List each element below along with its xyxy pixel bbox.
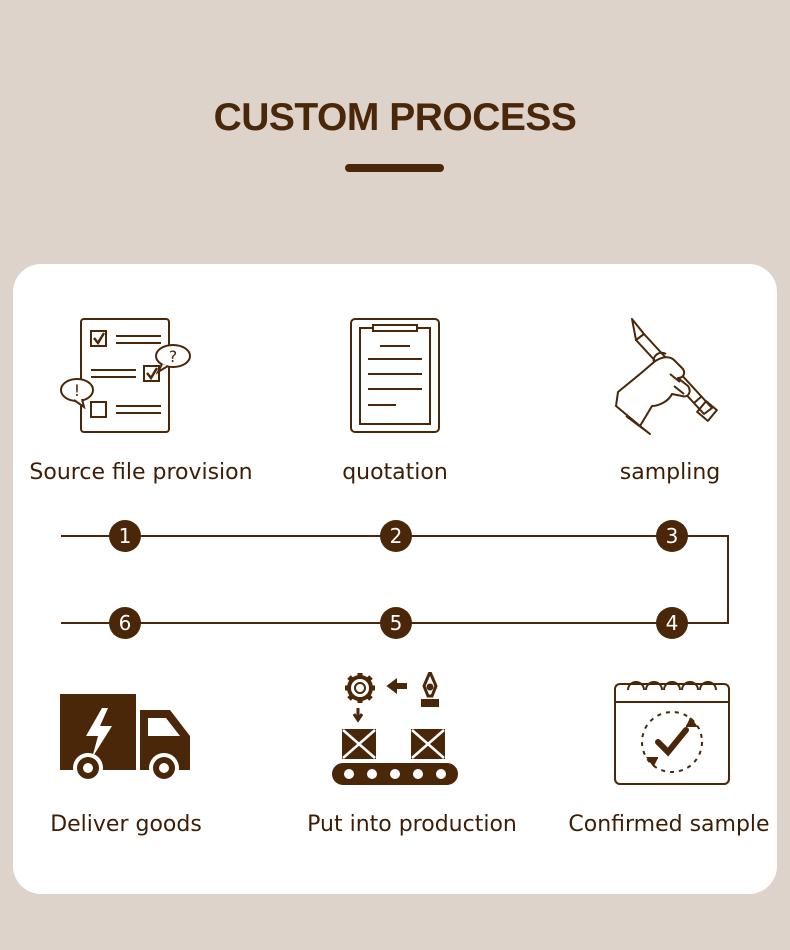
step-2-label: quotation bbox=[342, 460, 448, 485]
svg-text:?: ? bbox=[169, 347, 178, 366]
step-1-label: Source file provision bbox=[29, 460, 253, 485]
step-4-number: 4 bbox=[656, 607, 688, 639]
step-5-number: 5 bbox=[380, 607, 412, 639]
svg-text:!: ! bbox=[74, 381, 80, 400]
step-4-label: Confirmed sample bbox=[568, 812, 770, 837]
step-3-number: 3 bbox=[656, 520, 688, 552]
step-2-number: 2 bbox=[380, 520, 412, 552]
page-title: CUSTOM PROCESS bbox=[213, 96, 577, 139]
step-1-number: 1 bbox=[109, 520, 141, 552]
conveyor-production-icon bbox=[330, 672, 460, 788]
calendar-check-icon bbox=[610, 670, 734, 790]
clipboard-document-icon bbox=[348, 316, 442, 436]
delivery-truck-icon bbox=[58, 692, 192, 784]
step-5-label: Put into production bbox=[307, 812, 517, 837]
hand-pencil-icon bbox=[612, 316, 730, 436]
step-6-number: 6 bbox=[109, 607, 141, 639]
step-3-label: sampling bbox=[619, 460, 721, 485]
checklist-document-icon: ? ! bbox=[58, 316, 194, 436]
step-6-label: Deliver goods bbox=[50, 812, 202, 837]
title-underline bbox=[345, 164, 444, 172]
